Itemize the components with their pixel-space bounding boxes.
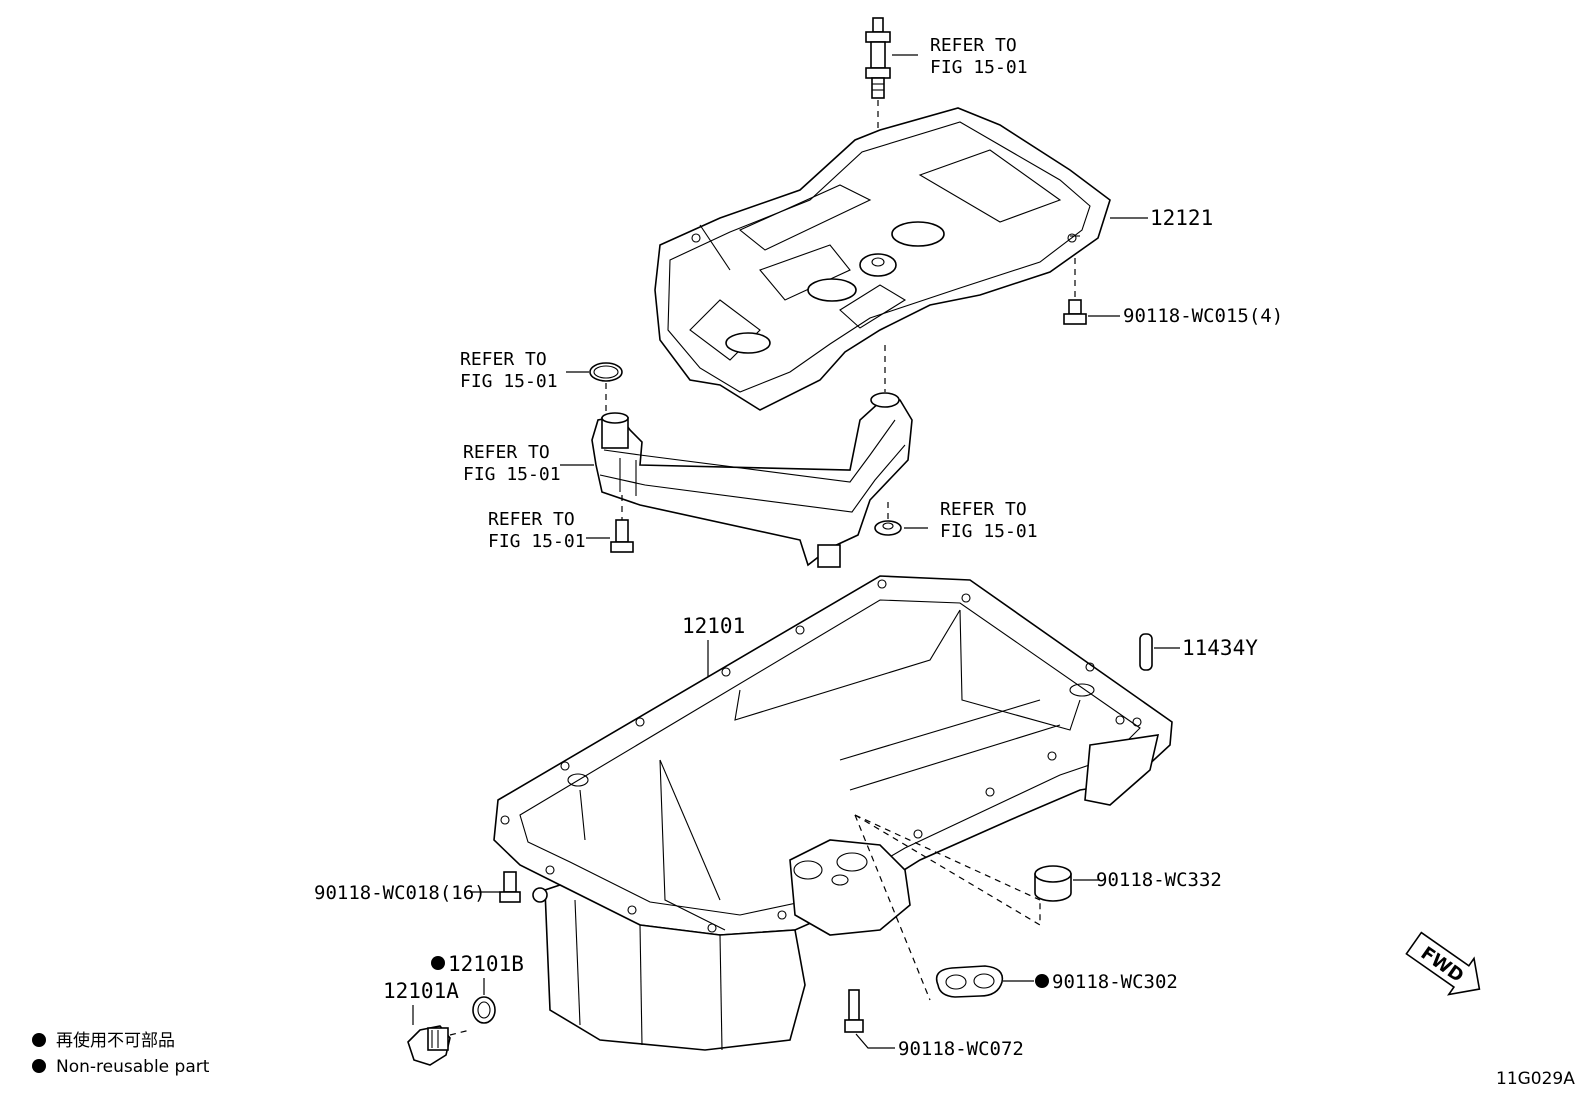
label-11434y: 11434Y [1182,636,1258,660]
seal-ring-drawing [1034,865,1100,902]
baffle-bolt-drawing [1063,258,1120,325]
drain-plug-drawing [407,1005,471,1066]
legend-bullet-jp [32,1033,46,1047]
ref-nut-line1: REFER TO [940,499,1027,520]
pickup-bolt-drawing [844,989,895,1049]
label-12101: 12101 [682,614,745,638]
label-90118-wc015: 90118-WC015(4) [1123,305,1283,327]
strainer-nut-drawing [874,502,928,536]
label-90118-wc018: 90118-WC018(16) [314,882,486,904]
oil-strainer-drawing [560,345,913,568]
oil-pan-drawing [493,575,1173,1051]
ref-strainer-line2: FIG 15-01 [463,464,561,485]
label-90118-wc072: 90118-WC072 [898,1038,1024,1060]
ref-oring-line1: REFER TO [460,349,547,370]
dowel-pin-drawing [1139,633,1180,671]
oil-baffle-plate-drawing [654,107,1148,411]
forward-direction-arrow: FWD [1405,931,1481,996]
label-12121: 12121 [1150,206,1213,230]
legend-japanese-text: 再使用不可部品 [56,1030,175,1051]
figure-code: 11G029A [1496,1069,1575,1089]
non-reusable-marker-90118-wc302 [1035,974,1049,988]
strainer-o-ring-drawing [566,362,623,415]
legend-english-text: Non-reusable part [56,1057,210,1077]
ref-top-line1: REFER TO [930,35,1017,56]
ref-top-line2: FIG 15-01 [930,57,1028,78]
label-90118-wc302: 90118-WC302 [1052,971,1178,993]
ref-oring-line2: FIG 15-01 [460,371,558,392]
label-90118-wc332: 90118-WC332 [1096,869,1222,891]
non-reusable-marker-12101b [431,956,445,970]
oil-pan-bolt-drawing [470,871,521,903]
strainer-bolt-drawing [586,495,634,553]
ref-strainer-line1: REFER TO [463,442,550,463]
ref-bolt-line1: REFER TO [488,509,575,530]
label-12101a: 12101A [383,979,459,1003]
ref-nut-line2: FIG 15-01 [940,521,1038,542]
gasket-drawing [935,965,1034,998]
drain-washer-drawing [472,978,496,1024]
label-12101b: 12101B [448,952,524,976]
ref-bolt-line2: FIG 15-01 [488,531,586,552]
legend-bullet-en [32,1059,46,1073]
